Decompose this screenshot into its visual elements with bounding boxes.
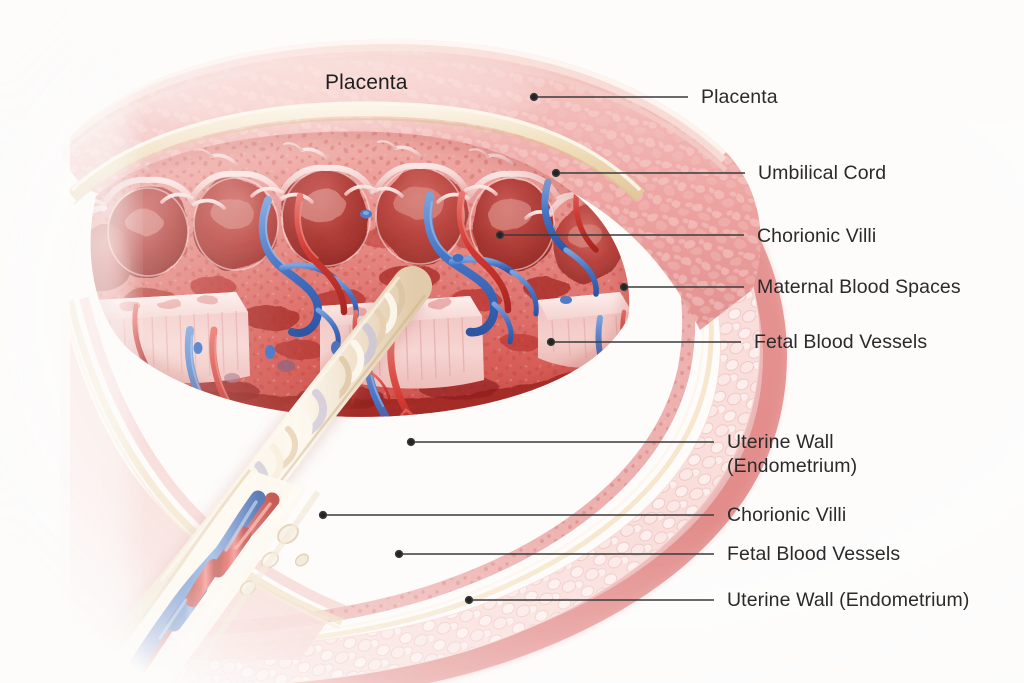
label-uterine-wall-endometrium-line1: Uterine Wall: [727, 431, 834, 453]
umbilical-cord-helix: [84, 266, 432, 683]
label-chorionic-villi-upper: Chorionic Villi: [757, 225, 877, 247]
leader-lines: [318, 92, 745, 605]
leader-uterine-wall-two-line: [406, 437, 714, 447]
leader-placenta: [529, 92, 688, 102]
leader-chorionic-villi-lower: [318, 510, 714, 520]
intervillous-cavity: [90, 131, 630, 417]
leader-maternal-blood-spaces: [619, 282, 744, 292]
label-placenta: Placenta: [701, 86, 778, 108]
leader-chorionic-villi-upper: [495, 230, 744, 240]
label-uterine-wall-endometrium-line2: (Endometrium): [727, 455, 858, 477]
label-chorionic-villi-lower: Chorionic Villi: [727, 504, 847, 526]
label-fetal-blood-vessels-upper: Fetal Blood Vessels: [754, 331, 928, 353]
label-maternal-blood-spaces: Maternal Blood Spaces: [757, 276, 961, 298]
chorionic-plate: [67, 101, 645, 205]
label-placenta-inner: Placenta: [325, 71, 408, 94]
label-uterine-wall-endometrium: Uterine Wall (Endometrium): [727, 589, 970, 611]
label-fetal-blood-vessels-lower: Fetal Blood Vessels: [727, 543, 901, 565]
leader-umbilical-cord: [551, 168, 745, 178]
leader-uterine-wall-endometrium: [464, 595, 714, 605]
umbilical-cord-cut-end: [84, 469, 321, 683]
leader-fetal-blood-vessels-upper: [546, 337, 741, 347]
label-umbilical-cord: Umbilical Cord: [758, 162, 887, 184]
leader-fetal-blood-vessels-lower: [394, 549, 714, 559]
